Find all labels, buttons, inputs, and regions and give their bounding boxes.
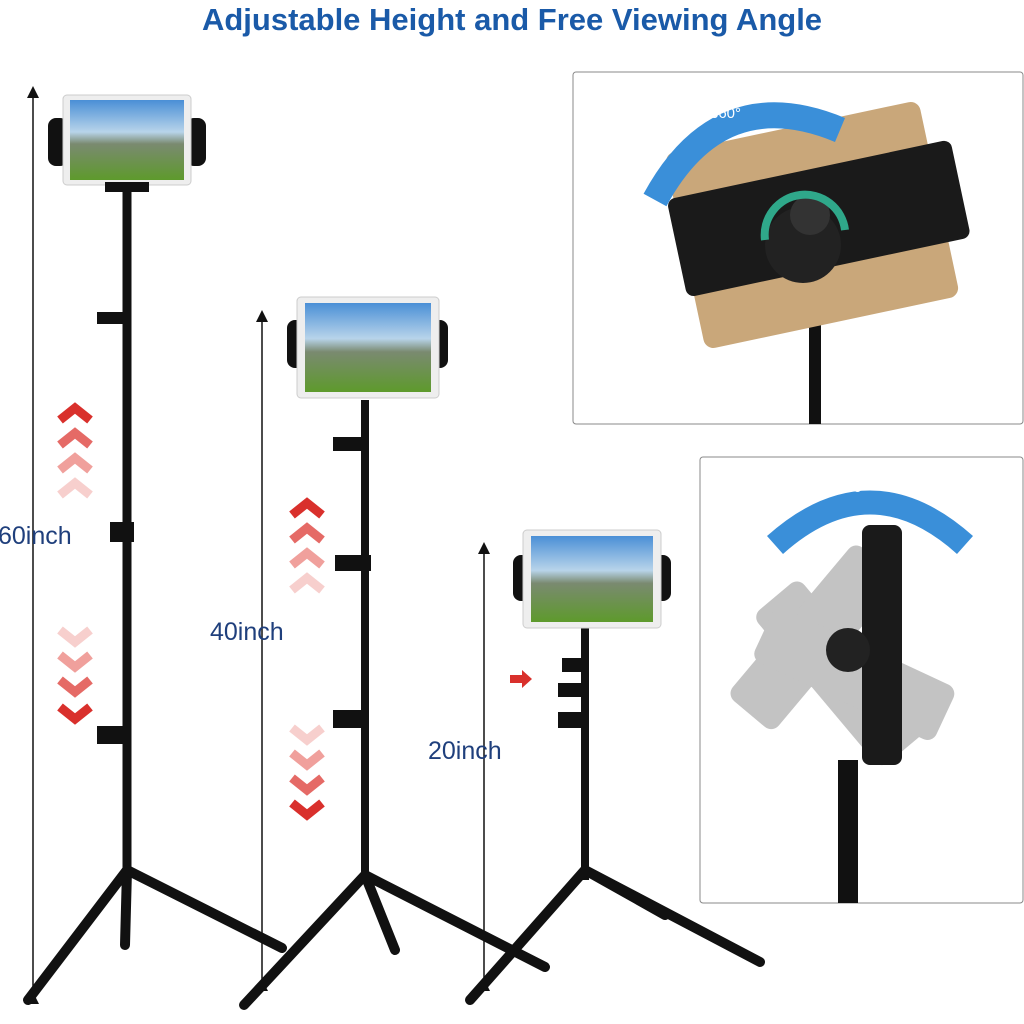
up-chevrons [57, 402, 325, 594]
stand-20inch [465, 529, 765, 1005]
down-chevrons [57, 626, 325, 821]
page-title: Adjustable Height and Free Viewing Angle [201, 2, 823, 37]
rotation-angle-label: 360° [710, 105, 741, 122]
height-arrows [27, 86, 490, 1004]
stand-40inch [239, 296, 550, 1010]
height-label-60: 60inch [0, 522, 72, 550]
right-arrow-icon [510, 670, 532, 688]
height-label-20: 20inch [428, 737, 502, 765]
tilt-angle-label: 60° [845, 479, 868, 496]
height-label-40: 40inch [210, 618, 284, 646]
rotation-panel: 360° [572, 71, 1024, 425]
tilt-panel: 60° [699, 456, 1024, 904]
stand-60inch [23, 94, 287, 1005]
